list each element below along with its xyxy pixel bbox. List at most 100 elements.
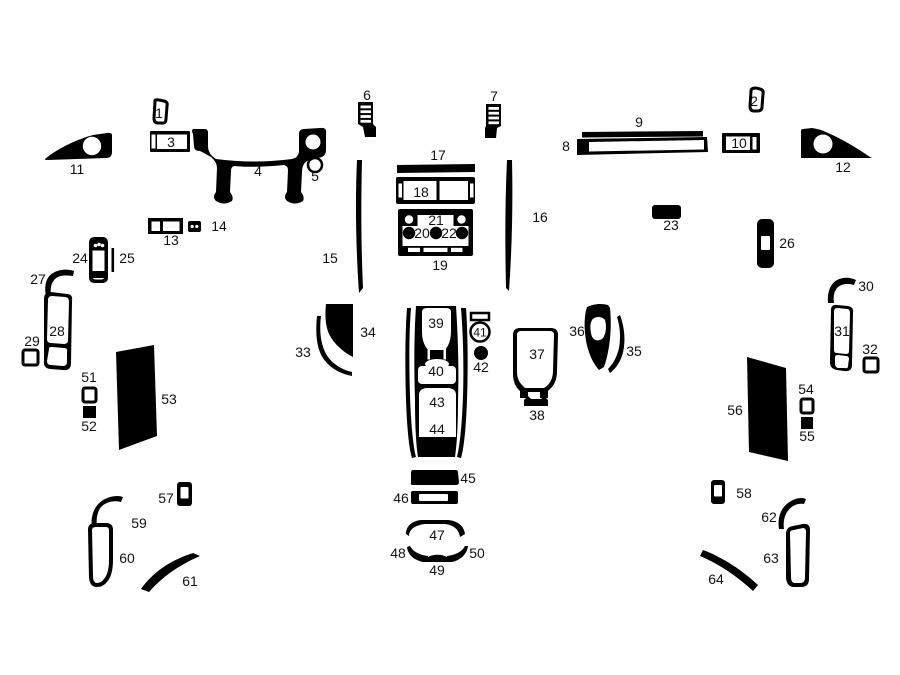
part-17: 17	[397, 147, 475, 173]
part-11-speaker-hole	[82, 136, 102, 156]
part-18-window	[439, 181, 468, 200]
part-1-label: 1	[155, 105, 163, 121]
part-54: 54	[798, 381, 815, 415]
part-59-shape	[91, 495, 123, 528]
part-18-slot	[398, 183, 402, 198]
part-19-screw-hole	[404, 215, 414, 224]
part-26: 26	[757, 219, 795, 268]
part-7: 7	[485, 88, 501, 138]
part-42-shape	[474, 346, 488, 360]
part-31-window	[835, 355, 849, 369]
part-8-tray-window	[589, 140, 704, 152]
part-30-label: 30	[858, 278, 874, 294]
part-39-label: 39	[428, 315, 444, 331]
part-8-label: 8	[562, 138, 570, 154]
console-right-rail	[457, 308, 468, 458]
part-5-ring	[306, 156, 324, 174]
part-28-label: 28	[49, 323, 65, 339]
part-34-label: 34	[360, 324, 376, 340]
part-24-band	[92, 271, 105, 278]
part-24-dot	[93, 243, 98, 248]
part-3-label: 3	[167, 134, 175, 150]
part-6: 6	[358, 87, 376, 137]
part-31: 31	[830, 304, 854, 372]
part-3: 3	[150, 131, 190, 152]
part-34: 34	[325, 304, 376, 357]
part-19-screw-hole	[457, 215, 466, 224]
part-53-label: 53	[161, 391, 177, 407]
part-12-speaker-hole	[813, 134, 833, 154]
part-55: 55	[799, 417, 815, 444]
part-31-label: 31	[834, 323, 850, 339]
part-2-label: 2	[750, 93, 758, 109]
part-3-slot	[151, 134, 156, 149]
part-28-window	[47, 296, 69, 344]
part-50: 50	[447, 545, 485, 562]
part-6-slat	[360, 105, 371, 109]
part-62-shape	[778, 497, 806, 529]
part-57-window	[180, 487, 189, 499]
part-29: 29	[21, 333, 40, 367]
part-30: 30	[827, 277, 874, 303]
part-17-label: 17	[430, 147, 446, 163]
part-10-window	[726, 136, 750, 150]
part-18-window	[403, 181, 437, 200]
part-12: 12	[801, 128, 872, 175]
part-9-strip	[582, 131, 703, 138]
part-61: 61	[141, 553, 200, 592]
part-4-gauge-hole	[305, 134, 321, 150]
part-12-shape	[801, 128, 872, 158]
part-28-window	[47, 347, 68, 366]
part-45: 45	[410, 470, 476, 486]
part-28: 28	[43, 292, 73, 371]
part-42-label: 42	[473, 359, 489, 375]
part-7-slat	[488, 111, 499, 115]
part-63-window	[790, 528, 806, 583]
part-34-shape	[325, 304, 353, 357]
part-55-label: 55	[799, 428, 815, 444]
part-18-slot	[470, 183, 474, 198]
part-20-label: 20	[414, 225, 430, 241]
part-4-shape	[192, 127, 327, 204]
part-57: 57	[158, 482, 192, 506]
part-64-shape	[700, 550, 758, 591]
part-7-slat	[488, 107, 499, 110]
part-46: 46	[393, 490, 458, 506]
part-33-shape	[316, 316, 352, 376]
part-10-label: 10	[731, 135, 747, 151]
part-11: 11	[44, 132, 113, 177]
part-23: 23	[652, 205, 681, 233]
part-5-label: 5	[311, 168, 319, 184]
part-61-label: 61	[182, 573, 198, 589]
part-14-dot	[195, 224, 199, 229]
part-29-shape	[21, 348, 40, 367]
part-43-label: 43	[429, 394, 445, 410]
part-16-shape	[505, 160, 513, 291]
part-21-label: 21	[428, 212, 444, 228]
part-46-label: 46	[393, 490, 409, 506]
part-2-shape	[748, 86, 765, 113]
part-25-shape	[111, 248, 115, 272]
part-27-shape	[45, 269, 74, 296]
part-39-boot-slit	[427, 349, 430, 360]
part-19: 20 21 22 19	[398, 209, 473, 273]
part-18: 18	[396, 177, 475, 204]
part-38-label: 38	[529, 407, 545, 423]
part-46-slot	[419, 494, 448, 501]
part-27: 27	[30, 269, 74, 296]
part-42: 42	[473, 346, 489, 375]
part-7-slat	[488, 116, 499, 120]
part-50-label: 50	[469, 545, 485, 561]
part-60-window	[92, 527, 109, 583]
part-19-slot	[408, 247, 420, 252]
part-2: 2	[748, 86, 765, 113]
part-64: 64	[700, 550, 758, 591]
part-58-label: 58	[736, 485, 752, 501]
part-63: 63	[763, 523, 810, 587]
part-58: 58	[711, 480, 752, 504]
console-left-rail	[405, 308, 416, 458]
part-52-label: 52	[81, 418, 97, 434]
part-59: 59	[91, 495, 147, 531]
